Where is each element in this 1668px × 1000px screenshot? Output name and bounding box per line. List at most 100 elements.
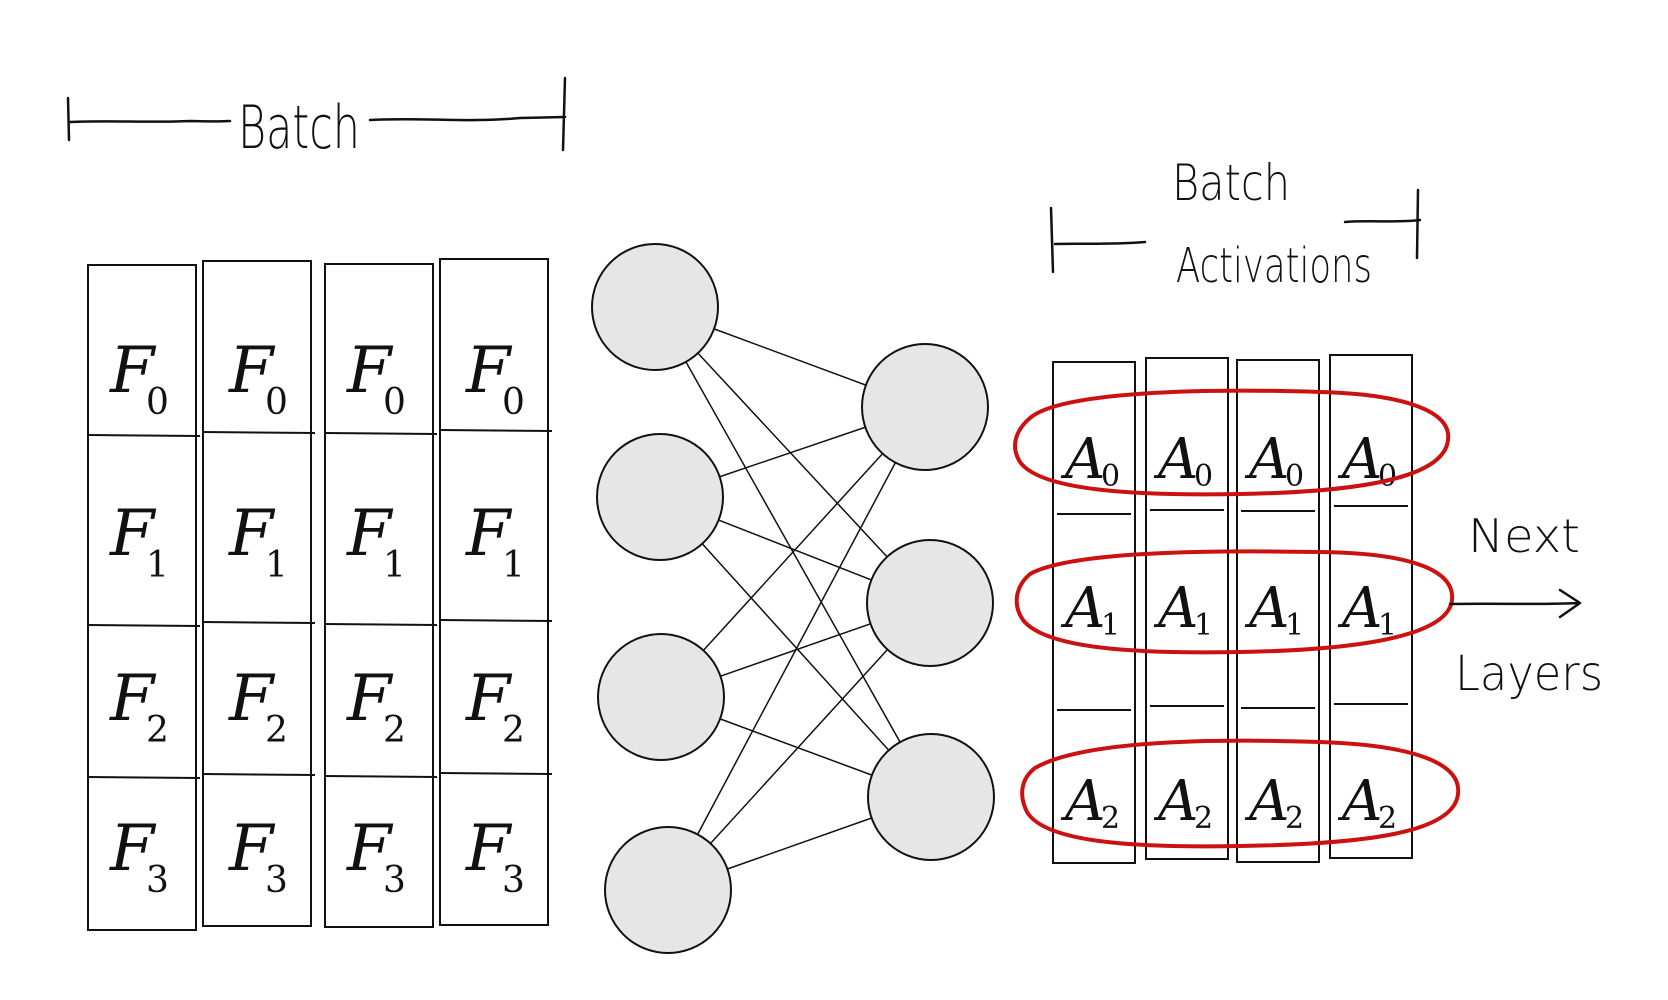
feature-subscript: 2 bbox=[265, 710, 288, 751]
activation-letter: A bbox=[1244, 576, 1289, 641]
act-bracket-right-line bbox=[1343, 218, 1422, 224]
connection-edge bbox=[701, 543, 890, 751]
activation-subscript: 2 bbox=[1285, 801, 1304, 836]
connection-edge bbox=[702, 453, 884, 651]
connection-edge bbox=[713, 328, 867, 386]
activation-column-box bbox=[1236, 359, 1320, 863]
bracket-right-tick bbox=[561, 76, 567, 152]
output-node bbox=[866, 539, 994, 667]
feature-letter: F bbox=[465, 497, 513, 571]
bracket-left-tick bbox=[66, 96, 71, 142]
activation-letter: A bbox=[1244, 427, 1289, 492]
bracket-left-line bbox=[68, 119, 232, 124]
activation-letter: A bbox=[1153, 576, 1198, 641]
connection-edge bbox=[696, 462, 897, 835]
input-column-box bbox=[324, 263, 434, 928]
feature-subscript: 2 bbox=[502, 710, 525, 751]
feature-letter: F bbox=[109, 497, 157, 571]
feature-letter: F bbox=[228, 497, 276, 571]
activation-letter: A bbox=[1060, 427, 1105, 492]
network-connections bbox=[685, 328, 901, 870]
arrow-shaft bbox=[1448, 601, 1580, 606]
input-row-divider bbox=[87, 434, 201, 437]
connection-edge bbox=[719, 718, 873, 776]
input-column-box bbox=[439, 258, 549, 926]
bracket-right-line bbox=[368, 115, 567, 122]
activation-letter: A bbox=[1337, 769, 1382, 834]
feature-subscript: 0 bbox=[146, 382, 169, 423]
activation-subscript: 1 bbox=[1194, 608, 1213, 643]
feature-subscript: 1 bbox=[383, 545, 406, 586]
feature-letter: F bbox=[109, 662, 157, 736]
connection-edge bbox=[727, 817, 872, 870]
activation-column-box bbox=[1329, 354, 1413, 859]
act-bracket-left-tick bbox=[1049, 206, 1055, 274]
feature-letter: F bbox=[228, 334, 276, 408]
act-bracket-left-line bbox=[1053, 240, 1147, 246]
input-row-divider bbox=[324, 775, 438, 778]
feature-letter: F bbox=[346, 662, 394, 736]
input-row-divider bbox=[324, 432, 438, 435]
activation-subscript: 2 bbox=[1378, 801, 1397, 836]
input-node bbox=[597, 633, 725, 761]
activation-column-box bbox=[1145, 357, 1229, 860]
activation-column-box bbox=[1052, 361, 1136, 864]
input-node bbox=[596, 433, 724, 561]
activation-subscript: 0 bbox=[1101, 459, 1120, 494]
activation-row-highlight bbox=[1014, 549, 1455, 655]
feature-subscript: 1 bbox=[502, 545, 525, 586]
feature-subscript: 3 bbox=[146, 860, 169, 901]
feature-subscript: 1 bbox=[265, 545, 288, 586]
activation-subscript: 0 bbox=[1194, 459, 1213, 494]
activation-subscript: 2 bbox=[1194, 801, 1213, 836]
activation-letter: A bbox=[1060, 576, 1105, 641]
feature-letter: F bbox=[109, 334, 157, 408]
input-row-divider bbox=[439, 772, 553, 775]
feature-subscript: 3 bbox=[383, 860, 406, 901]
output-node bbox=[867, 733, 995, 861]
input-row-divider bbox=[439, 429, 553, 432]
feature-letter: F bbox=[465, 662, 513, 736]
next-layers-arrow: Next Layers bbox=[1448, 509, 1603, 702]
activations-bracket: Batch Activations bbox=[1049, 154, 1422, 294]
connection-edge bbox=[719, 426, 866, 478]
feature-subscript: 0 bbox=[502, 382, 525, 423]
feature-letter: F bbox=[346, 812, 394, 886]
input-row-divider bbox=[202, 621, 316, 624]
feature-subscript: 2 bbox=[146, 710, 169, 751]
batch-activations-label-line1: Batch bbox=[1172, 154, 1290, 212]
feature-subscript: 3 bbox=[502, 860, 525, 901]
arrow-head bbox=[1558, 588, 1582, 619]
feature-letter: F bbox=[346, 334, 394, 408]
act-bracket-right-tick bbox=[1415, 188, 1420, 260]
activation-subscript: 1 bbox=[1285, 608, 1304, 643]
next-label: Next bbox=[1468, 509, 1580, 563]
activation-subscript: 0 bbox=[1285, 459, 1304, 494]
feature-subscript: 0 bbox=[383, 382, 406, 423]
input-row-divider bbox=[202, 773, 316, 776]
feature-letter: F bbox=[228, 662, 276, 736]
activation-subscript: 1 bbox=[1378, 608, 1397, 643]
activation-row-highlights bbox=[1013, 388, 1461, 849]
feature-subscript: 2 bbox=[383, 710, 406, 751]
activation-row-highlight bbox=[1013, 388, 1451, 497]
input-node bbox=[591, 243, 719, 371]
batch-bracket: Batch bbox=[66, 76, 567, 163]
feature-subscript: 1 bbox=[146, 545, 169, 586]
feature-subscript: 3 bbox=[265, 860, 288, 901]
activation-subscript: 0 bbox=[1378, 459, 1397, 494]
activation-letter: A bbox=[1337, 576, 1382, 641]
activation-letter: A bbox=[1060, 769, 1105, 834]
batch-label: Batch bbox=[238, 93, 360, 163]
input-row-divider bbox=[324, 623, 438, 626]
activation-row-highlight bbox=[1020, 738, 1461, 849]
